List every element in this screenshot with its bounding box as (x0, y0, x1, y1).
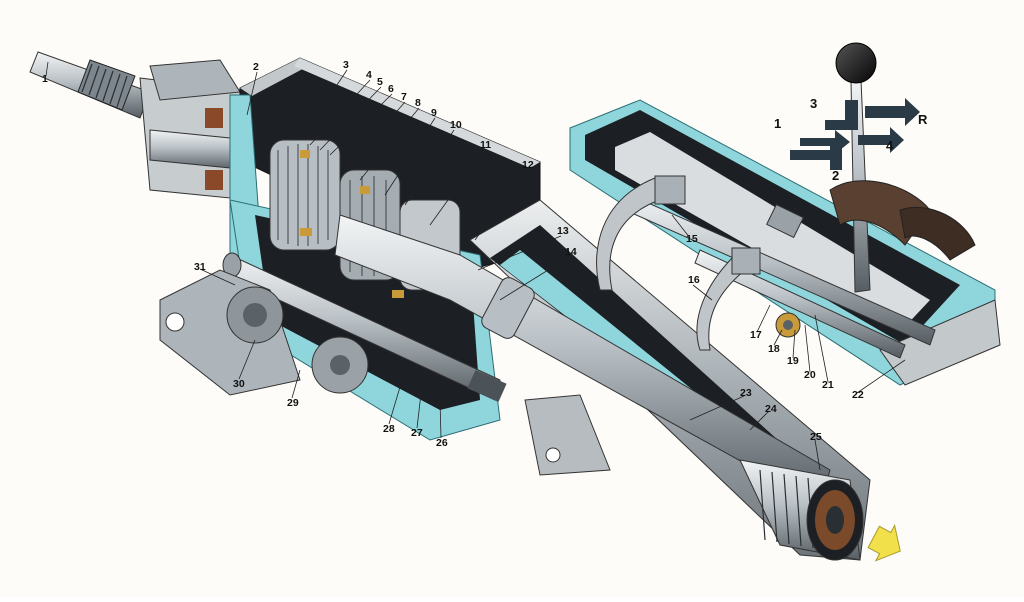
shift-pattern-labels: 1 2 3 4 R (774, 96, 928, 183)
front-bearing-housing (139, 59, 251, 201)
part-label-1: 1 (42, 73, 48, 85)
part-label-8: 8 (415, 97, 421, 109)
part-label-22: 22 (852, 389, 864, 401)
detent-spring-assembly (775, 312, 801, 338)
part-label-16: 16 (688, 274, 700, 286)
part-label-14: 14 (565, 246, 577, 258)
part-label-6: 6 (388, 83, 394, 95)
layshaft (222, 252, 507, 403)
part-label-23: 23 (740, 387, 752, 399)
part-label-29: 29 (287, 397, 299, 409)
part-label-5: 5 (377, 76, 383, 88)
part-label-13: 13 (557, 225, 569, 237)
gear-shift-knob-icon (835, 42, 877, 84)
part-label-11: 11 (480, 139, 491, 151)
gear-lever (829, 79, 976, 293)
output-direction-arrow-icon (867, 523, 901, 562)
part-label-20: 20 (804, 369, 816, 381)
part-label-25: 25 (810, 431, 822, 443)
part-label-30: 30 (233, 378, 245, 390)
support-bracket (524, 394, 611, 476)
part-label-26: 26 (436, 437, 448, 449)
shift-fork-rear (696, 247, 761, 351)
part-label-27: 27 (411, 427, 423, 439)
part-label-2: 2 (253, 61, 259, 73)
part-label-9: 9 (431, 107, 437, 119)
leader-lines (45, 61, 906, 471)
part-label-7: 7 (401, 91, 407, 103)
part-label-15: 15 (686, 233, 698, 245)
output-flange (739, 459, 864, 561)
part-label-28: 28 (383, 423, 395, 435)
part-label-19: 19 (787, 355, 799, 367)
part-label-4: 4 (366, 69, 372, 81)
part-label-17: 17 (750, 329, 762, 341)
shift-pattern-label-3: 3 (810, 96, 817, 111)
part-label-18: 18 (768, 343, 780, 355)
part-label-12: 12 (522, 159, 534, 171)
shift-fork-front (596, 175, 686, 291)
part-label-3: 3 (343, 59, 349, 71)
reverse-gear-housing (159, 269, 369, 396)
part-label-21: 21 (822, 379, 834, 391)
shift-pattern-label-2: 2 (832, 168, 839, 183)
shift-pattern-label-4: 4 (886, 138, 894, 153)
input-shaft (29, 51, 151, 119)
shift-pattern-label-1: 1 (774, 116, 781, 131)
part-label-31: 31 (194, 261, 206, 273)
shift-pattern-label-r: R (918, 112, 928, 127)
part-label-24: 24 (765, 403, 777, 415)
shift-pattern (790, 98, 920, 170)
part-label-10: 10 (450, 119, 462, 131)
